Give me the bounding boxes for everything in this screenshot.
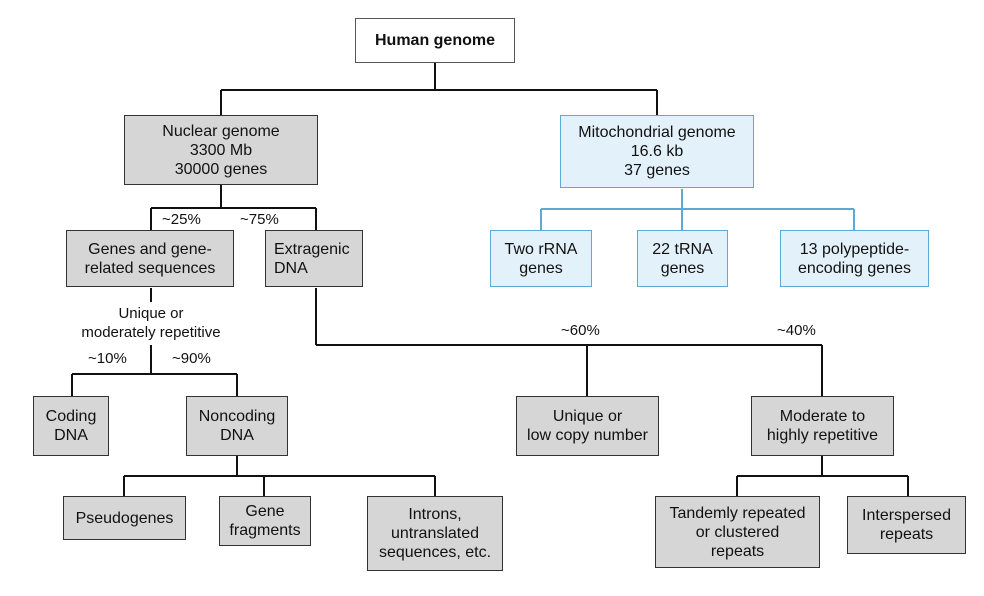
genes-line-2: related sequences: [84, 259, 216, 277]
unique-moderate-line-2: moderately repetitive: [81, 324, 221, 341]
pseudogenes-node: Pseudogenes: [63, 496, 186, 540]
unique-low-line-1: Unique or: [552, 408, 623, 425]
pct-75: ~75%: [240, 211, 279, 228]
rrna-line-1: Two rRNA: [504, 240, 578, 258]
trna-node: 22 tRNA genes: [637, 230, 728, 287]
trna-line-1: 22 tRNA: [652, 240, 713, 258]
root-label: Human genome: [374, 32, 495, 49]
nuclear-genome-node: Nuclear genome 3300 Mb 30000 genes: [124, 115, 318, 185]
pct-25: ~25%: [162, 211, 201, 228]
poly-line-1: 13 polypeptide-: [799, 240, 910, 258]
pct-40: ~40%: [777, 322, 816, 339]
coding-line-1: Coding: [45, 408, 97, 425]
tandem-repeats-node: Tandemly repeated or clustered repeats: [655, 496, 820, 568]
pct-60: ~60%: [561, 322, 600, 339]
mitochondrial-genome-node: Mitochondrial genome 16.6 kb 37 genes: [560, 115, 754, 188]
moderate-line-2: highly repetitive: [766, 427, 879, 444]
extragenic-line-2: DNA: [274, 259, 308, 277]
interspersed-line-1: Interspersed: [862, 507, 951, 524]
tandem-line-3: repeats: [710, 542, 765, 560]
tandem-line-2: or clustered: [695, 523, 780, 541]
coding-dna-node: Coding DNA: [33, 396, 109, 456]
rrna-line-2: genes: [519, 259, 563, 277]
nuclear-genes: 30000 genes: [174, 160, 268, 178]
introns-line-3: sequences, etc.: [378, 544, 492, 561]
nuclear-size: 3300 Mb: [189, 141, 253, 159]
nuclear-title: Nuclear genome: [162, 122, 280, 140]
unique-moderate-line-1: Unique or: [118, 305, 184, 322]
pseudogenes-label: Pseudogenes: [75, 509, 174, 527]
mito-genes: 37 genes: [624, 162, 690, 179]
fragments-line-2: fragments: [229, 522, 301, 539]
tandem-line-1: Tandemly repeated: [669, 504, 806, 522]
mito-size: 16.6 kb: [630, 143, 684, 160]
noncoding-line-1: Noncoding: [198, 408, 276, 425]
pct-10: ~10%: [88, 350, 127, 367]
fragments-line-1: Gene: [245, 503, 285, 520]
root-node: Human genome: [355, 18, 515, 63]
unique-moderate-label: Unique or moderately repetitive: [61, 304, 241, 342]
introns-line-2: untranslated: [390, 525, 480, 542]
extragenic-line-1: Extragenic: [274, 240, 350, 258]
genes-related-node: Genes and gene- related sequences: [66, 230, 234, 287]
moderate-repetitive-node: Moderate to highly repetitive: [751, 396, 894, 456]
genes-line-1: Genes and gene-: [88, 240, 212, 258]
extragenic-node: Extragenic DNA: [265, 230, 363, 287]
poly-line-2: encoding genes: [798, 259, 911, 277]
gene-fragments-node: Gene fragments: [219, 496, 311, 546]
noncoding-dna-node: Noncoding DNA: [186, 396, 288, 456]
mito-title: Mitochondrial genome: [578, 124, 736, 141]
introns-line-1: Introns,: [408, 506, 462, 523]
interspersed-line-2: repeats: [879, 526, 934, 543]
moderate-line-1: Moderate to: [779, 408, 866, 425]
noncoding-line-2: DNA: [220, 427, 254, 444]
unique-low-line-2: low copy number: [527, 427, 648, 444]
interspersed-repeats-node: Interspersed repeats: [847, 496, 966, 554]
pct-90: ~90%: [172, 350, 211, 367]
unique-low-copy-node: Unique or low copy number: [516, 396, 659, 456]
trna-line-2: genes: [660, 259, 705, 277]
polypeptide-node: 13 polypeptide- encoding genes: [780, 230, 929, 287]
introns-node: Introns, untranslated sequences, etc.: [367, 496, 503, 571]
rrna-node: Two rRNA genes: [490, 230, 592, 287]
coding-line-2: DNA: [54, 427, 88, 444]
